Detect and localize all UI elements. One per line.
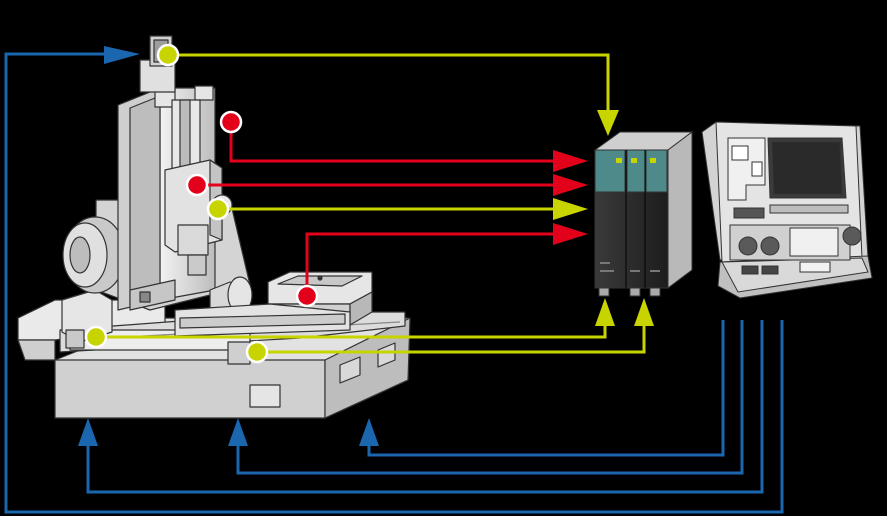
control-line-spindle: [4, 52, 784, 514]
control-line-mid-base: [236, 320, 744, 475]
feedback-line-spindle: [168, 53, 610, 112]
drive-system: [593, 131, 694, 297]
arrow-head-y-motor: [634, 298, 654, 326]
arrow-head-z-motor: [553, 198, 588, 220]
dot-table-sensor: [295, 284, 319, 308]
control-line-right-base: [367, 320, 725, 457]
arrow-head-right-base: [359, 418, 379, 446]
dot-y-motor: [245, 340, 269, 364]
control-line-left-base: [86, 320, 764, 494]
dot-sensor-head: [219, 110, 243, 134]
machine-tool: [17, 35, 411, 419]
dot-z-motor: [206, 197, 230, 221]
arrow-head-sensor-head: [553, 150, 588, 172]
signal-line-table: [305, 232, 555, 296]
arrow-head-table: [553, 223, 588, 245]
feedback-line-y-motor: [257, 325, 646, 354]
arrow-head-x-motor: [595, 298, 615, 326]
signal-line-sensor-head: [229, 122, 555, 163]
arrow-head-left-base: [78, 418, 98, 446]
cnc-controller: [701, 121, 873, 299]
arrow-head-spindle-input: [104, 46, 140, 64]
dot-x-motor: [84, 325, 108, 349]
arrow-head-z-sensor: [553, 174, 588, 196]
dot-z-sensor: [185, 173, 209, 197]
feedback-line-x-motor: [96, 325, 607, 339]
dot-spindle-encoder: [156, 43, 180, 67]
arrow-head-drive-top: [597, 110, 619, 136]
arrow-head-mid-base: [228, 418, 248, 446]
